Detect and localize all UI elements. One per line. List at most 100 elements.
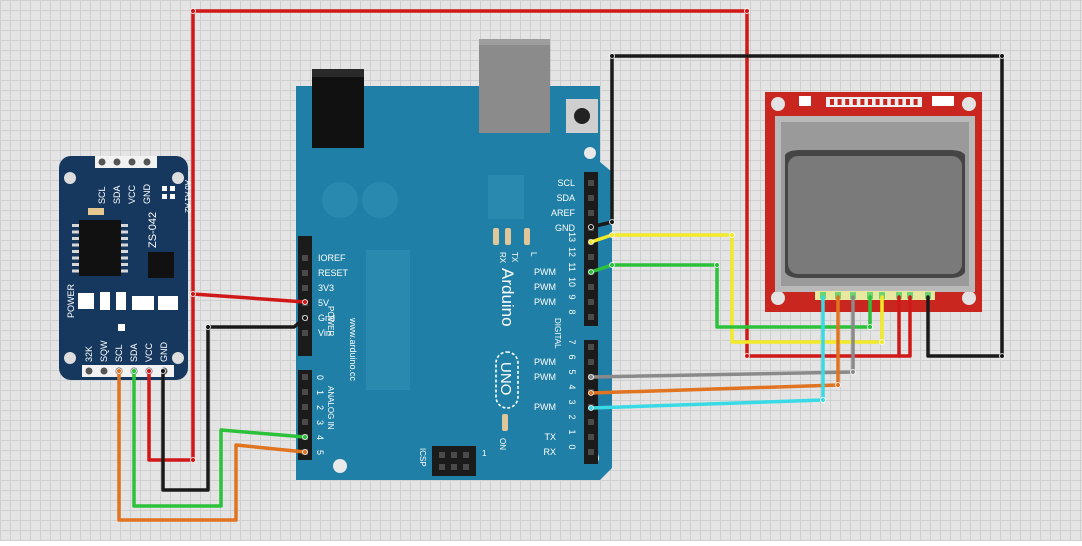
rtc-bottom-pin-label: SQW <box>99 340 109 362</box>
pwm-label: PWM <box>534 282 556 292</box>
strip-tick <box>845 99 850 105</box>
analog-pin-label: 0 <box>315 375 325 380</box>
rtc-top-pin-sda[interactable] <box>113 158 121 166</box>
digital-pin-d12[interactable] <box>588 254 594 260</box>
wire-joint <box>714 262 720 268</box>
power-pin-reset[interactable] <box>302 270 308 276</box>
rtc-top-pin-vcc[interactable] <box>128 158 136 166</box>
chip-leg <box>121 230 128 234</box>
digital-pin-d6[interactable] <box>588 359 594 365</box>
power-pin-vin[interactable] <box>302 330 308 336</box>
rtc-part-label: ZS-042 <box>147 212 159 248</box>
lcd-pins <box>815 291 935 300</box>
wire-joint <box>999 353 1005 359</box>
smd-pad <box>118 324 125 331</box>
strip-tick <box>890 99 895 105</box>
rtc-bottom-pin-label: GND <box>159 342 169 363</box>
power-pin-3v3[interactable] <box>302 285 308 291</box>
rtc-top-header <box>95 156 157 168</box>
lcd-mount-hole <box>771 291 785 305</box>
ds3231-chip-legs <box>72 224 128 273</box>
capacitor-outline <box>322 182 358 218</box>
wire-joint <box>729 232 735 238</box>
analog-pin-a0[interactable] <box>302 374 308 380</box>
wire-joint <box>131 368 137 374</box>
wire-yellow-d12[interactable] <box>589 233 884 344</box>
lcd-mount-hole <box>962 291 976 305</box>
analog-pin-a2[interactable] <box>302 404 308 410</box>
digital-pin-number: 8 <box>567 309 577 314</box>
wire-joint <box>302 299 308 305</box>
chip-leg <box>121 269 128 273</box>
digital-pin-label: GND <box>555 223 576 233</box>
chip-leg <box>72 256 79 260</box>
digital-pin-d7[interactable] <box>588 344 594 350</box>
digital-pin-label: SDA <box>556 193 575 203</box>
rtc-bottom-pin-32k[interactable] <box>85 367 93 375</box>
icsp-pin[interactable] <box>451 464 457 470</box>
digital-pin-d1[interactable] <box>588 434 594 440</box>
wire-joint <box>744 353 750 359</box>
digital-pin-d2[interactable] <box>588 419 594 425</box>
addr-pad <box>170 194 175 199</box>
strip-tick <box>883 99 888 105</box>
power-heading: POWER <box>326 306 335 336</box>
wire-joint <box>302 434 308 440</box>
wire-joint <box>744 8 750 14</box>
wire-joint <box>588 390 594 396</box>
digital-pin-scl[interactable] <box>588 180 594 186</box>
capacitor-outline <box>362 182 398 218</box>
wire-joint <box>609 232 615 238</box>
rtc-top-pin-label: SCL <box>97 186 107 204</box>
icsp-pin[interactable] <box>439 464 445 470</box>
digital-pin-d10[interactable] <box>588 284 594 290</box>
analog-pin-a3[interactable] <box>302 419 308 425</box>
chip-outline <box>366 250 410 390</box>
power-pin-label: 3V3 <box>318 283 334 293</box>
resistor <box>88 208 104 215</box>
strip-tick <box>860 99 865 105</box>
wire-green-sda[interactable] <box>132 369 307 508</box>
wire-black-gnd-rtc[interactable] <box>161 316 307 492</box>
digital-aux-label: PWM <box>534 402 556 412</box>
icsp-pins <box>439 452 469 470</box>
wire-joint <box>999 53 1005 59</box>
icsp-pin[interactable] <box>451 452 457 458</box>
wire-joint <box>160 368 166 374</box>
wire-red-rtc-vcc[interactable] <box>147 292 195 462</box>
digital-pin-d0[interactable] <box>588 449 594 455</box>
rtc-addr-label: A0 A1 A2 <box>183 180 192 213</box>
analog-pin-label: 5 <box>315 450 325 455</box>
digital-pin-aref[interactable] <box>588 210 594 216</box>
rtc-top-pin-gnd[interactable] <box>143 158 151 166</box>
l-led-label: L <box>529 252 538 257</box>
strip-tick <box>830 99 834 105</box>
wire-joints <box>116 8 1005 463</box>
lcd-header <box>815 291 935 300</box>
reset-button-cap[interactable] <box>574 108 590 124</box>
icsp-pin[interactable] <box>439 452 445 458</box>
digital-header-high <box>584 172 598 326</box>
dc-power-jack <box>312 69 364 148</box>
icsp-pin[interactable] <box>463 452 469 458</box>
rtc-top-pin-scl[interactable] <box>98 158 106 166</box>
digital-pin-number: 2 <box>567 414 577 419</box>
wire-orange-scl[interactable] <box>117 369 307 522</box>
analog-pin-label: 4 <box>315 435 325 440</box>
digital-pin-sda[interactable] <box>588 195 594 201</box>
digital-pin-d8[interactable] <box>588 314 594 320</box>
icsp-pin[interactable] <box>463 464 469 470</box>
analog-pin-a1[interactable] <box>302 389 308 395</box>
power-pin-ioref[interactable] <box>302 255 308 261</box>
chip-leg <box>72 263 79 266</box>
lcd-screen <box>788 156 962 274</box>
wire-green-d11[interactable] <box>589 263 872 329</box>
digital-pin-d9[interactable] <box>588 299 594 305</box>
wire-joint <box>850 369 856 375</box>
lcd-connector-strip <box>826 97 922 107</box>
wire-joint <box>835 382 841 388</box>
power-pin-label: Vin <box>318 328 331 338</box>
rtc-bottom-pin-sqw[interactable] <box>100 367 108 375</box>
uno-model: UNO <box>497 362 514 395</box>
